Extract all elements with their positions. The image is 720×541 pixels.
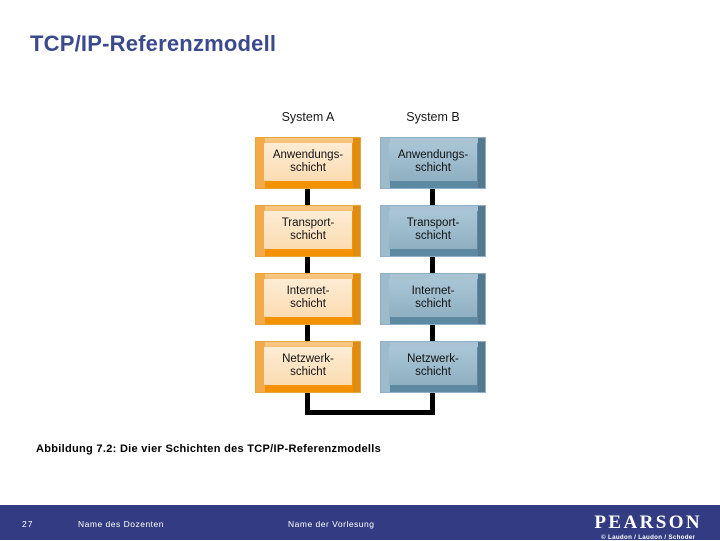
layer-box-face: Transport- schicht (389, 211, 477, 249)
connector-a-3 (305, 325, 310, 341)
connector-b-1 (430, 189, 435, 205)
layer-box-face: Netzwerk- schicht (264, 347, 352, 385)
connector-a-1 (305, 189, 310, 205)
connector-a-2 (305, 257, 310, 273)
system-b-header: System B (406, 110, 460, 124)
layer-label-line1: Internet- (411, 285, 455, 298)
layer-box-face: Anwendungs- schicht (264, 143, 352, 181)
pearson-wordmark: PEARSON (594, 512, 702, 533)
network-link-crossbar (305, 410, 435, 415)
footer-bar: 27 Name des Dozenten Name der Vorlesung … (0, 505, 720, 541)
layer-label-line2: schicht (415, 162, 451, 174)
system-a-column: Anwendungs- schicht Transport- schicht I… (255, 137, 361, 409)
layer-label-line2: schicht (415, 366, 451, 378)
network-link-left-leg (305, 393, 310, 415)
tcpip-layer-diagram: System A System B Anwendungs- schicht Tr… (240, 100, 500, 425)
layer-box-face: Internet- schicht (389, 279, 477, 317)
layer-label-line1: Internet- (286, 285, 330, 298)
layer-label-line1: Anwendungs- (397, 149, 469, 162)
page-title: TCP/IP-Referenzmodell (30, 31, 277, 56)
layer-label-line2: schicht (290, 366, 326, 378)
layer-box-a-internetschicht[interactable]: Internet- schicht (255, 273, 361, 325)
layer-box-a-anwendungsschicht[interactable]: Anwendungs- schicht (255, 137, 361, 189)
layer-label-line1: Transport- (406, 217, 460, 230)
layer-box-face: Internet- schicht (264, 279, 352, 317)
layer-label-line2: schicht (415, 298, 451, 310)
footer-lecturer-name: Name des Dozenten (78, 519, 164, 529)
connector-b-2 (430, 257, 435, 273)
layer-box-a-netzwerkschicht[interactable]: Netzwerk- schicht (255, 341, 361, 393)
layer-box-face: Transport- schicht (264, 211, 352, 249)
layer-label-line1: Netzwerk- (407, 353, 459, 366)
figure-caption: Abbildung 7.2: Die vier Schichten des TC… (36, 443, 382, 455)
footer-lecture-name: Name der Vorlesung (288, 519, 375, 529)
layer-box-a-transportschicht[interactable]: Transport- schicht (255, 205, 361, 257)
layer-box-face: Anwendungs- schicht (389, 143, 477, 181)
layer-box-b-transportschicht[interactable]: Transport- schicht (380, 205, 486, 257)
layer-label-line1: Anwendungs- (272, 149, 344, 162)
layer-box-b-internetschicht[interactable]: Internet- schicht (380, 273, 486, 325)
footer-page-number: 27 (22, 519, 34, 529)
connector-b-3 (430, 325, 435, 341)
copyright-notice: © Laudon / Laudon / Schoder (601, 534, 696, 541)
system-b-column: Anwendungs- schicht Transport- schicht I… (380, 137, 486, 409)
layer-box-b-netzwerkschicht[interactable]: Netzwerk- schicht (380, 341, 486, 393)
layer-label-line2: schicht (415, 230, 451, 242)
layer-box-face: Netzwerk- schicht (389, 347, 477, 385)
layer-label-line1: Transport- (281, 217, 335, 230)
layer-box-b-anwendungsschicht[interactable]: Anwendungs- schicht (380, 137, 486, 189)
layer-label-line2: schicht (290, 230, 326, 242)
layer-label-line2: schicht (290, 298, 326, 310)
layer-label-line1: Netzwerk- (282, 353, 334, 366)
system-a-header: System A (281, 110, 335, 124)
pearson-logo: PEARSON © Laudon / Laudon / Schoder (594, 513, 702, 541)
network-link-right-leg (430, 393, 435, 415)
layer-label-line2: schicht (290, 162, 326, 174)
